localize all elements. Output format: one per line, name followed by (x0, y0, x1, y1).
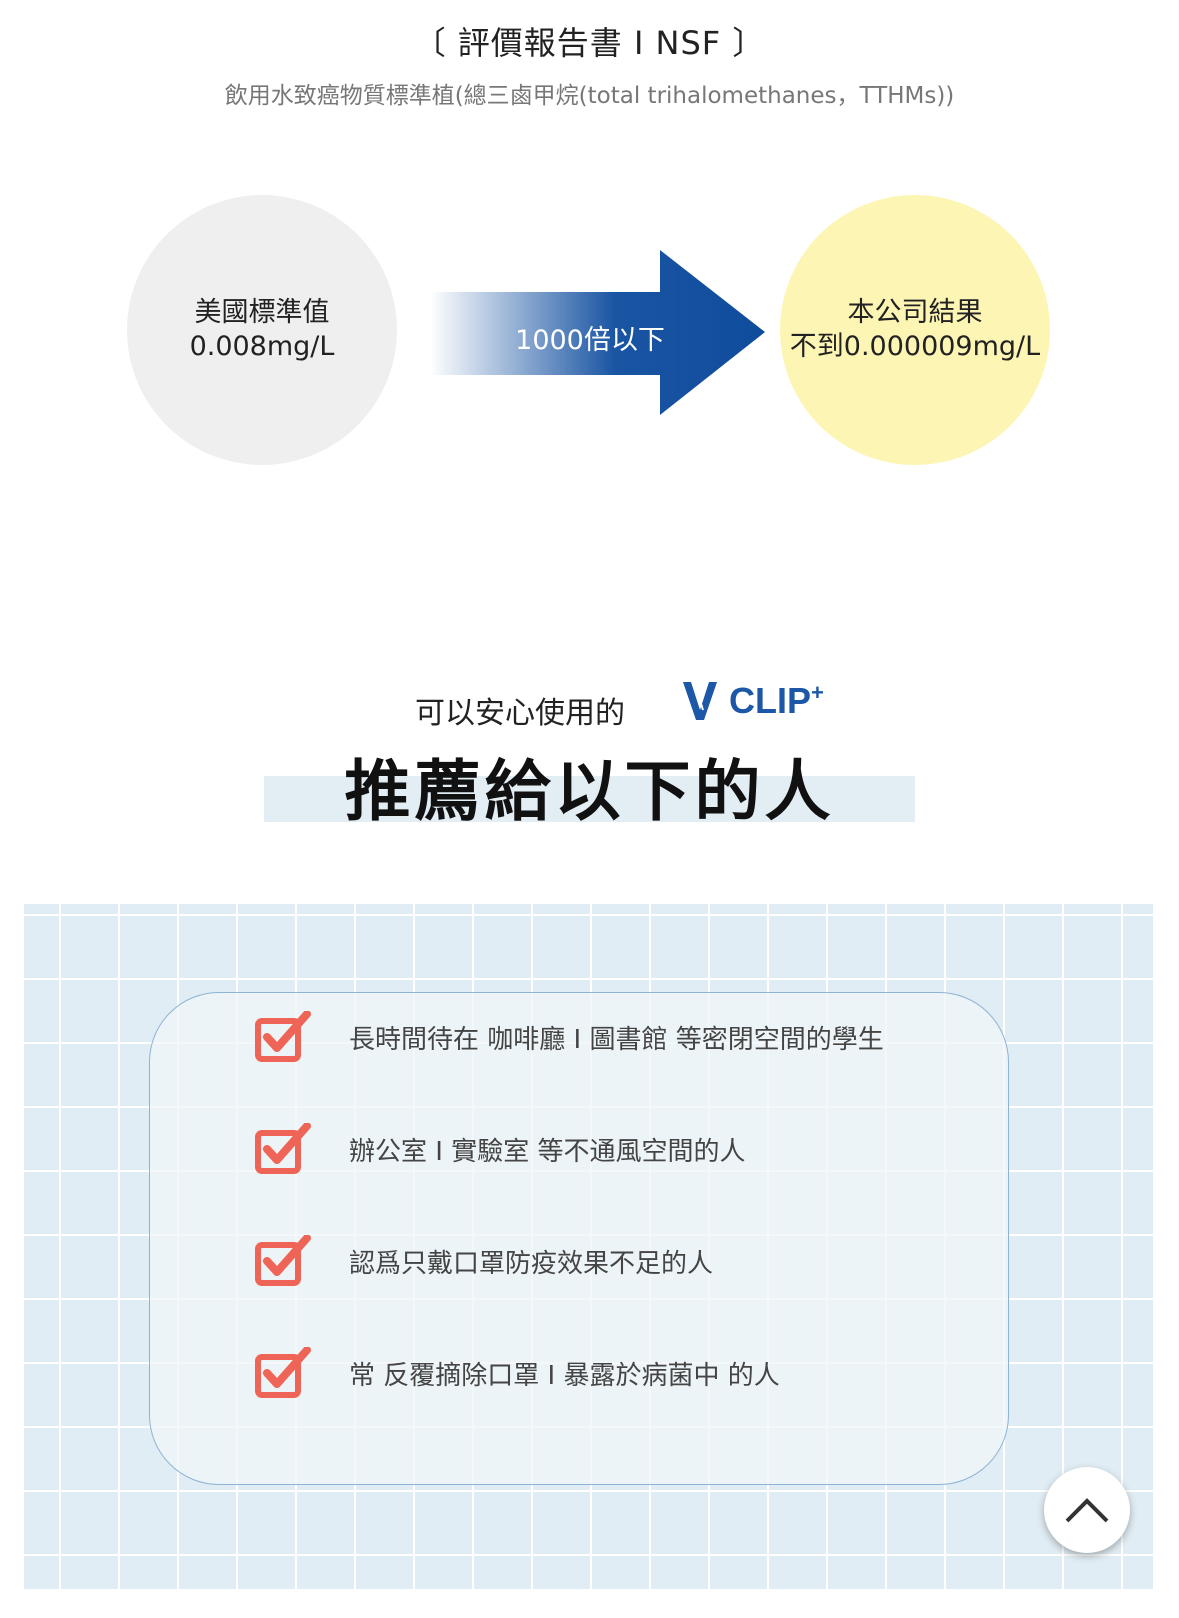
v-logo-icon (683, 682, 717, 720)
heading-highlight (264, 776, 915, 822)
brand-logo: CLIP+ (683, 680, 824, 722)
list-item: 長時間待在 咖啡廳 I 圖書館 等密閉空間的學生 (255, 1011, 884, 1063)
checkbox-checked-icon (255, 1011, 311, 1062)
list-item-text: 常 反覆摘除口罩 I 暴露於病菌中 的人 (349, 1360, 780, 1391)
recommend-lead: 可以安心使用的 (415, 696, 625, 731)
arrow-icon (430, 250, 765, 415)
list-item: 辦公室 I 實驗室 等不通風空間的人 (255, 1123, 745, 1175)
list-item-text: 長時間待在 咖啡廳 I 圖書館 等密閉空間的學生 (349, 1024, 884, 1055)
our-result-label: 本公司結果 (847, 297, 983, 329)
brand-sup: + (811, 680, 824, 705)
checkbox-checked-icon (255, 1123, 311, 1174)
us-standard-circle: 美國標準值 0.008mg/L (127, 195, 397, 465)
brand-name: CLIP (729, 680, 812, 721)
list-item: 認爲只戴口罩防疫效果不足的人 (255, 1235, 713, 1287)
report-subtitle: 飲用水致癌物質標準植(總三鹵甲烷(total trihalomethanes，T… (224, 83, 955, 109)
list-item: 常 反覆摘除口罩 I 暴露於病菌中 的人 (255, 1347, 780, 1399)
list-item-text: 辦公室 I 實驗室 等不通風空間的人 (349, 1136, 746, 1167)
scroll-to-top-button[interactable] (1044, 1467, 1130, 1553)
recommend-heading: 推薦給以下的人 (344, 753, 835, 830)
our-result-circle: 本公司結果 不到0.000009mg/L (780, 195, 1050, 465)
recommend-list-panel: 長時間待在 咖啡廳 I 圖書館 等密閉空間的學生 辦公室 I 實驗室 等不通風空… (149, 992, 1009, 1485)
our-result-value: 不到0.000009mg/L (789, 331, 1041, 362)
arrow-label: 1000倍以下 (515, 325, 665, 356)
us-standard-label: 美國標準值 (194, 297, 330, 329)
checkbox-checked-icon (255, 1347, 311, 1398)
report-title: 〔 評價報告書 I NSF 〕 (413, 24, 766, 62)
checkbox-checked-icon (255, 1235, 311, 1286)
chevron-up-icon (1065, 1498, 1109, 1523)
us-standard-value: 0.008mg/L (189, 331, 335, 362)
list-item-text: 認爲只戴口罩防疫效果不足的人 (349, 1248, 714, 1279)
